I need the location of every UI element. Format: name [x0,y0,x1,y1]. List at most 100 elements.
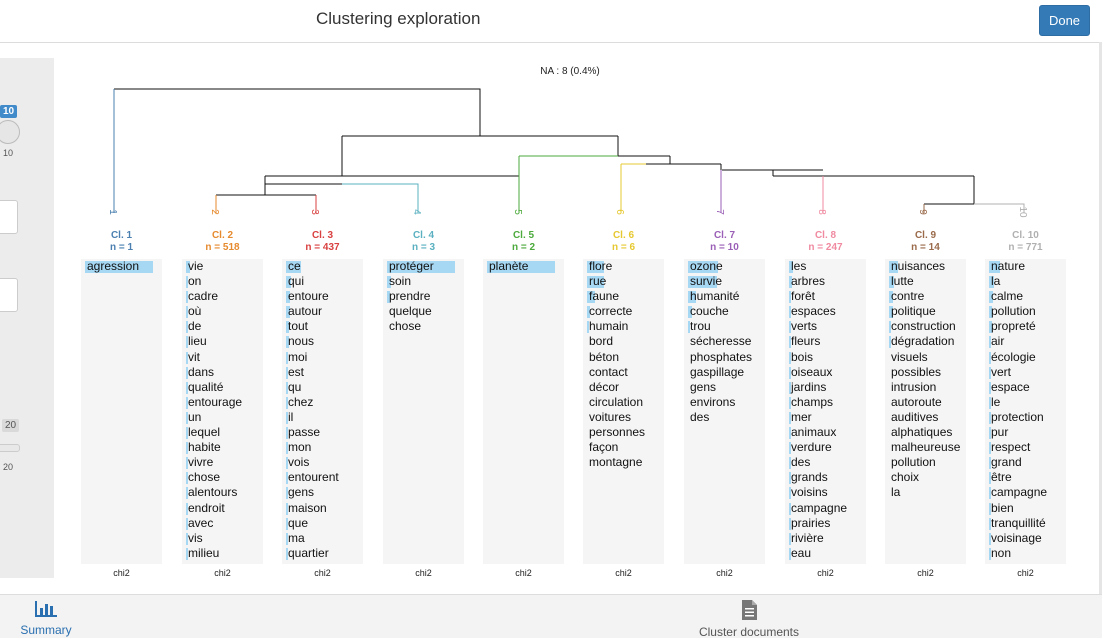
cluster-word[interactable]: eau [785,546,866,561]
cluster-word[interactable]: être [985,470,1066,485]
cluster-word[interactable]: non [985,546,1066,561]
cluster-word[interactable]: ce [282,259,363,274]
cluster-word[interactable]: quartier [282,546,363,561]
cluster-word[interactable]: trou [684,319,765,334]
cluster-word[interactable]: où [182,304,263,319]
cluster-word[interactable]: vivre [182,455,263,470]
cluster-word[interactable]: des [785,455,866,470]
cluster-word[interactable]: est [282,365,363,380]
cluster-word[interactable]: grands [785,470,866,485]
cluster-word[interactable]: les [785,259,866,274]
cluster-word[interactable]: personnes [583,425,664,440]
cluster-word[interactable]: habite [182,440,263,455]
cluster-word[interactable]: moi [282,350,363,365]
cluster-word[interactable]: campagne [985,485,1066,500]
cluster-word[interactable]: passe [282,425,363,440]
cluster-word[interactable]: le [985,395,1066,410]
cluster-word[interactable]: humain [583,319,664,334]
cluster-word[interactable]: environs [684,395,765,410]
cluster-word[interactable]: cadre [182,289,263,304]
cluster-word[interactable]: qu [282,380,363,395]
cluster-word[interactable]: ma [282,531,363,546]
cluster-word[interactable]: dans [182,365,263,380]
cluster-word[interactable]: choix [885,470,966,485]
cluster-word[interactable]: oiseaux [785,365,866,380]
cluster-word[interactable]: pollution [885,455,966,470]
cluster-word[interactable]: agression [81,259,162,274]
cluster-word[interactable]: champs [785,395,866,410]
cluster-word[interactable]: malheureuse [885,440,966,455]
cluster-word[interactable]: des [684,410,765,425]
clusters-slider-handle[interactable] [0,120,20,144]
cluster-word[interactable]: qui [282,274,363,289]
summary-tab[interactable]: Summary [14,599,78,637]
cluster-word[interactable]: vis [182,531,263,546]
cluster-word[interactable]: animaux [785,425,866,440]
cluster-word[interactable]: grand [985,455,1066,470]
cluster-word[interactable]: mer [785,410,866,425]
cluster-word[interactable]: la [885,485,966,500]
cluster-word[interactable]: forêt [785,289,866,304]
cluster-word[interactable]: arbres [785,274,866,289]
cluster-word[interactable]: tranquillité [985,516,1066,531]
cluster-word[interactable]: nuisances [885,259,966,274]
cluster-word[interactable]: phosphates [684,350,765,365]
cluster-word[interactable]: flore [583,259,664,274]
setting-input-2[interactable] [0,278,18,312]
cluster-word[interactable]: dégradation [885,334,966,349]
cluster-word[interactable]: prendre [383,289,464,304]
cluster-word[interactable]: vie [182,259,263,274]
cluster-word[interactable]: il [282,410,363,425]
cluster-word[interactable]: gaspillage [684,365,765,380]
cluster-word[interactable]: protection [985,410,1066,425]
cluster-word[interactable]: de [182,319,263,334]
cluster-word[interactable]: correcte [583,304,664,319]
cluster-word[interactable]: couche [684,304,765,319]
cluster-word[interactable]: possibles [885,365,966,380]
cluster-word[interactable]: milieu [182,546,263,561]
cluster-word[interactable]: air [985,334,1066,349]
cluster-word[interactable]: faune [583,289,664,304]
cluster-word[interactable]: chose [383,319,464,334]
cluster-word[interactable]: verdure [785,440,866,455]
cluster-word[interactable]: soin [383,274,464,289]
cluster-word[interactable]: pur [985,425,1066,440]
cluster-word[interactable]: humanité [684,289,765,304]
done-button[interactable]: Done [1039,5,1090,36]
cluster-word[interactable]: voisins [785,485,866,500]
cluster-word[interactable]: sécheresse [684,334,765,349]
cluster-word[interactable]: quelque [383,304,464,319]
cluster-word[interactable]: propreté [985,319,1066,334]
scrollbar[interactable] [1099,42,1102,594]
cluster-word[interactable]: nature [985,259,1066,274]
cluster-word[interactable]: entoure [282,289,363,304]
cluster-word[interactable]: voitures [583,410,664,425]
cluster-word[interactable]: jardins [785,380,866,395]
cluster-word[interactable]: maison [282,501,363,516]
cluster-word[interactable]: nous [282,334,363,349]
cluster-word[interactable]: alentours [182,485,263,500]
setting-input-1[interactable] [0,200,18,234]
cluster-word[interactable]: un [182,410,263,425]
cluster-word[interactable]: béton [583,350,664,365]
cluster-word[interactable]: tout [282,319,363,334]
cluster-word[interactable]: lieu [182,334,263,349]
cluster-word[interactable]: politique [885,304,966,319]
cluster-word[interactable]: espaces [785,304,866,319]
cluster-word[interactable]: pollution [985,304,1066,319]
cluster-word[interactable]: bois [785,350,866,365]
cluster-word[interactable]: gens [282,485,363,500]
cluster-word[interactable]: visuels [885,350,966,365]
cluster-word[interactable]: écologie [985,350,1066,365]
cluster-word[interactable]: la [985,274,1066,289]
cluster-word[interactable]: que [282,516,363,531]
cluster-word[interactable]: montagne [583,455,664,470]
cluster-word[interactable]: bien [985,501,1066,516]
cluster-word[interactable]: autoroute [885,395,966,410]
cluster-word[interactable]: endroit [182,501,263,516]
cluster-word[interactable]: rue [583,274,664,289]
cluster-word[interactable]: survie [684,274,765,289]
cluster-word[interactable]: respect [985,440,1066,455]
cluster-word[interactable]: chose [182,470,263,485]
cluster-word[interactable]: calme [985,289,1066,304]
